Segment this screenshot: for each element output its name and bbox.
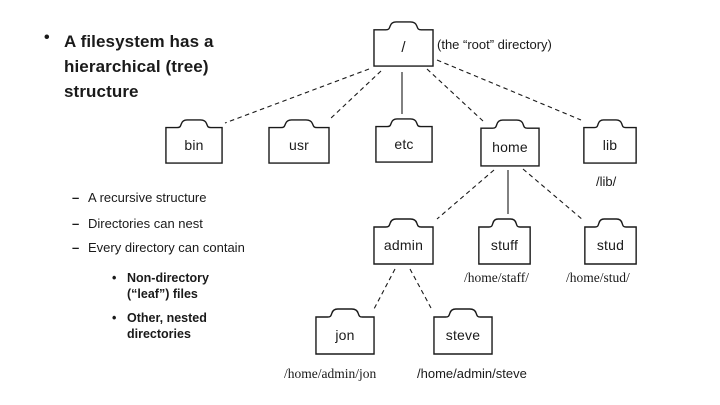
folder-root: / xyxy=(373,20,434,67)
folder-icon xyxy=(373,217,434,265)
folder-label-lib: lib xyxy=(602,137,618,153)
bullet-text: Directories can nest xyxy=(88,216,203,231)
sub-bullet-text: Other, nested directories xyxy=(127,311,207,341)
folder-icon xyxy=(583,118,637,164)
folder-label-bin: bin xyxy=(184,137,204,153)
edge-root-usr xyxy=(329,70,382,120)
folder-label-home: home xyxy=(492,138,528,155)
folder-icon xyxy=(480,118,540,167)
folder-stud: stud xyxy=(584,217,637,265)
folder-jon: jon xyxy=(315,307,375,355)
path-label-steve: /home/admin/steve xyxy=(417,366,527,381)
title-bullet-glyph: • xyxy=(44,29,50,46)
bullet-every-directory: –Every directory can contain xyxy=(72,240,245,255)
bullet-text: A recursive structure xyxy=(88,190,207,205)
folder-bin: bin xyxy=(165,118,223,164)
folder-label-steve: steve xyxy=(445,327,481,343)
folder-admin: admin xyxy=(373,217,434,265)
path-label-stud: /home/stud/ xyxy=(566,270,630,285)
edge-admin-jon xyxy=(373,268,396,310)
edge-home-admin xyxy=(436,169,495,220)
edge-home-stud xyxy=(522,168,584,221)
folder-label-etc: etc xyxy=(394,136,414,152)
dash-glyph: – xyxy=(72,240,80,255)
folder-label-jon: jon xyxy=(335,327,355,343)
edge-admin-steve xyxy=(409,268,432,309)
folder-etc: etc xyxy=(375,117,433,163)
folder-icon xyxy=(375,117,433,163)
sub-bullet-leaf-files: • Non-directory (“leaf”) files xyxy=(112,270,219,302)
folder-label-stuff: stuff xyxy=(490,237,519,253)
folder-icon xyxy=(433,307,493,355)
folder-label-root: / xyxy=(401,39,406,56)
folder-stuff: stuff xyxy=(478,217,531,265)
folder-steve: steve xyxy=(433,307,493,355)
folder-icon xyxy=(165,118,223,164)
bullet-glyph: • xyxy=(112,311,117,325)
dash-glyph: – xyxy=(72,190,80,205)
folder-icon xyxy=(584,217,637,265)
path-label-staff: /home/staff/ xyxy=(464,270,529,285)
folder-icon xyxy=(478,217,531,265)
path-label-jon: /home/admin/jon xyxy=(284,366,377,381)
sub-bullet-text: Non-directory (“leaf”) files xyxy=(127,271,209,301)
folder-usr: usr xyxy=(268,118,330,164)
sub-bullet-nested-directories: • Other, nested directories xyxy=(112,310,219,342)
bullet-glyph: • xyxy=(112,271,117,285)
slide-title: A filesystem has a hierarchical (tree) s… xyxy=(64,32,214,101)
bullet-recursive-structure: –A recursive structure xyxy=(72,190,207,205)
bullet-text: Every directory can contain xyxy=(88,240,245,255)
dash-glyph: – xyxy=(72,216,80,231)
folder-icon xyxy=(373,20,434,67)
folder-icon xyxy=(268,118,330,164)
folder-icon xyxy=(315,307,375,355)
folder-label-admin: admin xyxy=(383,237,424,253)
folder-label-stud: stud xyxy=(596,237,625,253)
folder-label-usr: usr xyxy=(288,137,310,153)
folder-lib: lib xyxy=(583,118,637,164)
edge-root-bin xyxy=(224,68,370,124)
folder-home: home xyxy=(480,118,540,167)
edge-root-lib xyxy=(436,59,582,121)
path-label-lib: /lib/ xyxy=(596,174,617,189)
root-directory-note: (the “root” directory) xyxy=(437,37,552,52)
bullet-directories-can-nest: –Directories can nest xyxy=(72,216,203,231)
edge-root-home xyxy=(426,68,484,122)
